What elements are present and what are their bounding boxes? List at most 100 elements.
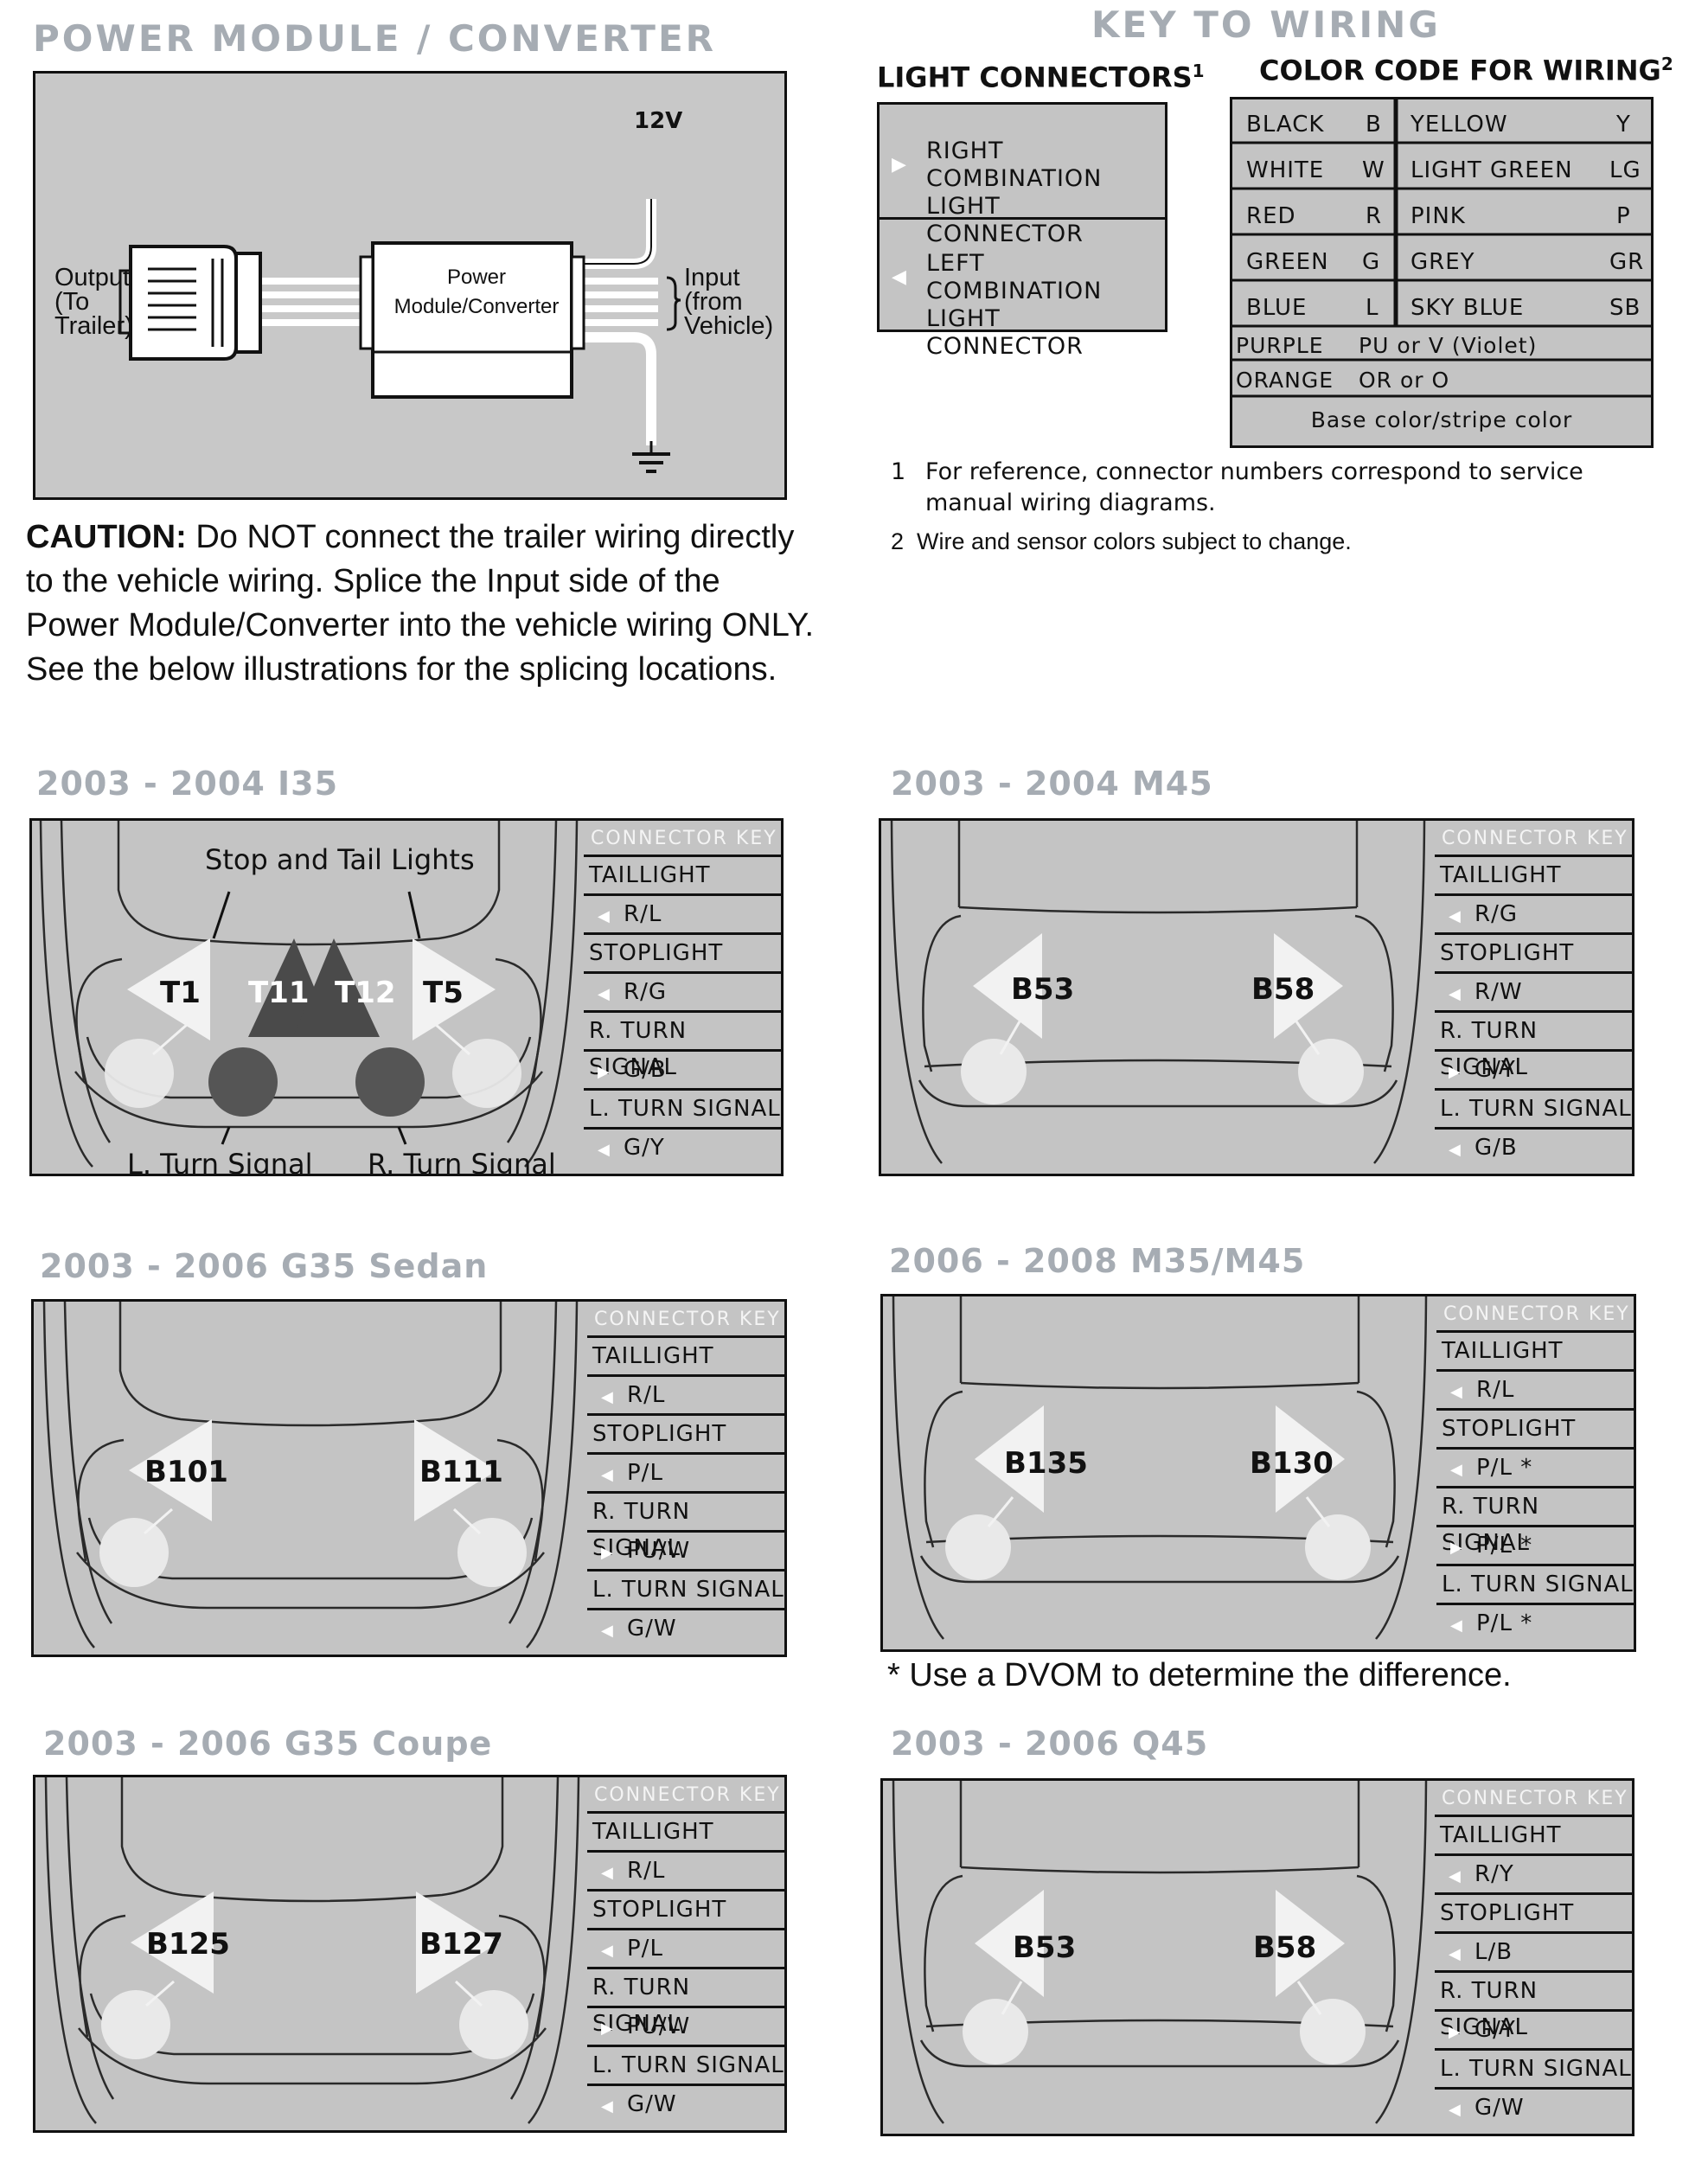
- connector-label: B111: [419, 1455, 503, 1489]
- left-arrow-icon: ◀: [601, 1942, 614, 1960]
- left-arrow-icon: ◀: [601, 1388, 614, 1406]
- r-turn-signal-label: R. TURN SIGNAL: [587, 1969, 784, 2037]
- l-turn-signal-code: ◀G/W: [587, 2086, 784, 2125]
- right-arrow-icon: ▶: [601, 2020, 614, 2038]
- panel-g35-coupe: B125 B127 CONNECTOR KEY TAILLIGHT ◀R/L S…: [33, 1775, 787, 2133]
- color-orange: ORANGE: [1236, 368, 1334, 393]
- taillight-label: TAILLIGHT: [587, 1338, 784, 1377]
- car-rear-illustration: B101 B111: [42, 1302, 579, 1648]
- stoplight-code: ◀P/L *: [1436, 1450, 1634, 1488]
- l-turn-signal-code: ◀G/W: [1435, 2090, 1632, 2128]
- stoplight-code: ◀L/B: [1435, 1934, 1632, 1973]
- connector-key-header: CONNECTOR KEY: [587, 1302, 784, 1338]
- color-black: BLACK: [1246, 112, 1325, 138]
- right-arrow-icon: ▶: [1450, 1539, 1463, 1557]
- l-turn-signal-label: L. TURN SIGNAL: [587, 2047, 784, 2086]
- caution-text: CAUTION: Do NOT connect the trailer wiri…: [26, 519, 815, 688]
- left-arrow-icon: ◀: [1449, 1867, 1462, 1885]
- connector-label: T12: [335, 976, 396, 1010]
- left-turn-label: L. Turn Signal: [127, 1148, 312, 1176]
- connector-label: B135: [1004, 1446, 1088, 1481]
- right-arrow-icon: ▶: [601, 1544, 614, 1562]
- left-arrow-icon: ◀: [1449, 1945, 1462, 1963]
- car-rear-illustration: B53 B58: [892, 1781, 1428, 2124]
- left-arrow-icon: ◀: [1449, 1141, 1462, 1159]
- connector-key-header: CONNECTOR KEY: [1435, 821, 1632, 857]
- connector-label: B125: [146, 1927, 230, 1962]
- light-connectors-title: LIGHT CONNECTORS1: [877, 61, 1205, 94]
- connector-key: CONNECTOR KEY TAILLIGHT ◀R/L STOPLIGHT ◀…: [1436, 1296, 1634, 1649]
- r-turn-signal-label: R. TURN SIGNAL: [587, 1494, 784, 1561]
- connector-key: CONNECTOR KEY TAILLIGHT ◀R/L STOPLIGHT ◀…: [587, 1302, 784, 1655]
- l-turn-signal-label: L. TURN SIGNAL: [587, 1571, 784, 1610]
- color-blue: BLUE: [1246, 295, 1308, 321]
- stoplight-label: STOPLIGHT: [587, 1416, 784, 1455]
- color-code-table: BLACK B WHITE W RED R GREEN G BLUE L YEL…: [1230, 97, 1654, 448]
- connector-label: B101: [144, 1455, 228, 1489]
- base-stripe-note: Base color/stripe color: [1310, 407, 1573, 432]
- connector-key: CONNECTOR KEY TAILLIGHT ◀R/G STOPLIGHT ◀…: [1435, 821, 1632, 1174]
- r-turn-signal-code: ▶P/L *: [1436, 1527, 1634, 1566]
- taillight-code: ◀R/L: [587, 1853, 784, 1892]
- left-arrow-icon: ◀: [601, 1864, 614, 1882]
- taillight-label: TAILLIGHT: [1435, 1817, 1632, 1856]
- color-green: GREEN: [1246, 249, 1329, 275]
- taillight-label: TAILLIGHT: [584, 857, 781, 896]
- label-12v: 12V: [634, 108, 683, 134]
- color-light-green: LIGHT GREEN: [1411, 157, 1573, 183]
- car-rear-illustration: B125 B127: [44, 1777, 580, 2124]
- left-arrow-icon: ◀: [1450, 1616, 1463, 1635]
- color-white: WHITE: [1246, 157, 1325, 183]
- r-turn-signal-code: ▶G/Y: [1435, 2012, 1632, 2051]
- car-rear-illustration: B53 B58: [890, 821, 1426, 1164]
- left-arrow-icon: ◀: [1450, 1461, 1463, 1479]
- connector-label: B58: [1251, 972, 1315, 1007]
- right-arrow-icon: ▶: [1449, 2023, 1462, 2041]
- power-module-diagram: 12V Power Module/Converter Output (To Tr…: [33, 71, 787, 500]
- connector-key-header: CONNECTOR KEY: [1436, 1296, 1634, 1333]
- taillight-code: ◀R/G: [1435, 896, 1632, 935]
- connector-label: B130: [1250, 1446, 1334, 1481]
- left-arrow-icon: ◀: [1449, 907, 1462, 925]
- taillight-code: ◀R/L: [584, 896, 781, 935]
- light-connectors-box: ▶ RIGHT COMBINATION LIGHT CONNECTOR ◀ LE…: [877, 102, 1167, 360]
- panel-m35-m45: B135 B130 CONNECTOR KEY TAILLIGHT ◀R/L S…: [880, 1294, 1636, 1652]
- r-turn-signal-label: R. TURN SIGNAL: [1435, 1973, 1632, 2040]
- connector-key-header: CONNECTOR KEY: [1435, 1781, 1632, 1817]
- stoplight-label: STOPLIGHT: [1436, 1411, 1634, 1450]
- l-turn-signal-code: ◀P/L *: [1436, 1605, 1634, 1644]
- stoplight-code: ◀P/L: [587, 1930, 784, 1969]
- color-code-grid: [1230, 97, 1654, 398]
- connector-key-header: CONNECTOR KEY: [584, 821, 781, 857]
- connector-key: CONNECTOR KEY TAILLIGHT ◀R/L STOPLIGHT ◀…: [587, 1777, 784, 2130]
- car-rear-illustration: B135 B130: [892, 1296, 1428, 1640]
- left-combination-connector: ◀ LEFT COMBINATION LIGHT CONNECTOR: [892, 250, 1103, 360]
- color-sky-blue: SKY BLUE: [1411, 295, 1525, 321]
- model-title-q45: 2003 - 2006 Q45: [891, 1725, 1209, 1763]
- l-turn-signal-code: ◀G/Y: [584, 1130, 781, 1168]
- panel-m45: B53 B58 CONNECTOR KEY TAILLIGHT ◀R/G STO…: [879, 818, 1634, 1176]
- r-turn-signal-label: R. TURN SIGNAL: [1436, 1488, 1634, 1556]
- left-arrow-icon: ◀: [601, 1466, 614, 1484]
- stoplight-code: ◀R/G: [584, 974, 781, 1013]
- left-arrow-icon: ◀: [1449, 985, 1462, 1003]
- l-turn-signal-label: L. TURN SIGNAL: [1435, 2051, 1632, 2090]
- taillight-label: TAILLIGHT: [587, 1814, 784, 1853]
- left-arrow-icon: ◀: [892, 266, 907, 288]
- right-arrow-icon: ▶: [598, 1063, 611, 1081]
- l-turn-signal-label: L. TURN SIGNAL: [1435, 1091, 1632, 1130]
- connector-label: T1: [160, 976, 201, 1010]
- right-combination-connector: ▶ RIGHT COMBINATION LIGHT CONNECTOR: [892, 138, 1103, 247]
- input-label: Input (from Vehicle): [684, 264, 774, 340]
- color-grey: GREY: [1411, 249, 1475, 275]
- model-title-i35: 2003 - 2004 I35: [36, 765, 339, 803]
- taillight-label: TAILLIGHT: [1435, 857, 1632, 896]
- left-arrow-icon: ◀: [598, 1141, 611, 1159]
- model-title-m45: 2003 - 2004 M45: [891, 765, 1213, 803]
- stoplight-label: STOPLIGHT: [587, 1892, 784, 1930]
- model-title-g35-sedan: 2003 - 2006 G35 Sedan: [40, 1247, 489, 1285]
- r-turn-signal-code: ▶PU/W: [587, 2008, 784, 2047]
- panel-i35: Stop and Tail Lights L. Turn Signal R. T…: [29, 818, 784, 1176]
- color-yellow: YELLOW: [1411, 112, 1508, 138]
